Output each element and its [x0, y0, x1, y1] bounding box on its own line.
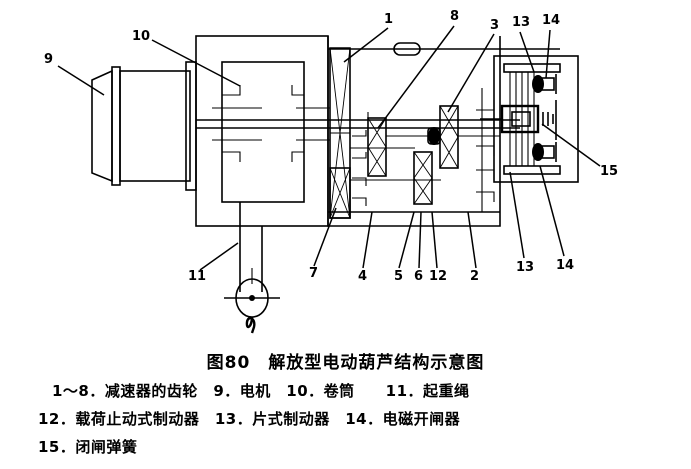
callout-11: 11 — [188, 269, 206, 284]
bearing-bracket-c — [352, 152, 367, 159]
leader-3 — [447, 33, 495, 113]
gear-4-hatch-d — [413, 177, 433, 205]
spacer-bracket-d — [476, 169, 495, 180]
callout-1: 1 — [384, 12, 393, 27]
electric-hoist-schematic-diagram: 9 10 1 8 3 13 14 15 11 7 4 5 6 12 2 13 1… — [44, 9, 618, 334]
bearing-bracket-b — [352, 130, 367, 137]
bearing-bracket-a — [352, 112, 369, 121]
callout-2: 2 — [470, 269, 479, 284]
bearing-bracket-e — [352, 197, 367, 206]
brake-plate-bottom — [503, 165, 561, 175]
hoist-rope-and-hook — [224, 202, 280, 334]
gear-7 — [367, 117, 387, 177]
callout-9: 9 — [44, 52, 53, 67]
leader-14-top — [545, 29, 551, 79]
spacer-bracket-a — [476, 100, 495, 111]
motor-flange-left — [111, 66, 121, 186]
gear-8-hatch-d — [439, 136, 459, 169]
leader-5 — [398, 211, 415, 269]
legend-line-3: 15．闭闸弹簧 — [38, 438, 138, 456]
leader-1 — [343, 27, 389, 63]
pole-lower-hub — [532, 143, 544, 161]
leader-15 — [541, 123, 601, 167]
closing-spring-15 — [537, 100, 557, 140]
leader-9 — [57, 65, 105, 96]
drum-outer-shell — [195, 35, 329, 227]
gear-1-large — [329, 47, 351, 219]
callout-3: 3 — [490, 18, 499, 33]
leader-14-bottom — [539, 165, 565, 257]
gear-1-lower-section — [329, 167, 351, 219]
callout-13-top: 13 — [512, 15, 530, 30]
callout-14-bottom: 14 — [556, 258, 574, 273]
gear-8 — [439, 105, 459, 169]
callout-7: 7 — [309, 266, 318, 281]
lifting-hook — [245, 316, 256, 334]
drum-inner-body — [221, 61, 305, 203]
callout-15: 15 — [600, 164, 618, 179]
leader-6 — [418, 211, 422, 269]
electromagnet-pole-upper — [532, 74, 557, 94]
callout-13-bottom: 13 — [516, 260, 534, 275]
gearbox-outline — [327, 36, 501, 227]
leader-13-bottom — [509, 171, 525, 259]
legend-line-1: 1～8．减速器的齿轮 9．电机 10．卷筒 11．起重绳 — [52, 382, 470, 400]
leader-13-top — [519, 31, 535, 73]
brake-plate-top — [503, 63, 561, 73]
callout-4: 4 — [358, 269, 367, 284]
brake-armature-inner — [511, 111, 531, 127]
callout-8: 8 — [450, 9, 459, 24]
gear-7-hatch-b — [367, 117, 387, 148]
spacer-bracket-c — [476, 145, 495, 156]
leader-11 — [199, 242, 239, 271]
gear-4 — [413, 151, 433, 205]
shaft-coupling — [393, 42, 421, 56]
figure-caption-block: 图80 解放型电动葫芦结构示意图 1～8．减速器的齿轮 9．电机 10．卷筒 1… — [0, 340, 691, 469]
leader-10 — [151, 39, 241, 87]
callout-leader-lines — [57, 25, 601, 271]
leader-12 — [431, 211, 438, 269]
motor-assembly — [91, 61, 197, 191]
drum-housing — [195, 35, 330, 227]
electromagnet-pole-lower — [532, 142, 557, 162]
leader-2 — [467, 211, 477, 269]
motor-flange-right — [185, 61, 197, 191]
callout-number-labels: 9 10 1 8 3 13 14 15 11 7 4 5 6 12 2 13 1… — [44, 9, 618, 284]
gear-5-hub — [428, 127, 440, 145]
drum-hub-left-top — [222, 85, 241, 96]
callout-10: 10 — [132, 29, 150, 44]
drum-hub-right-bottom — [291, 151, 304, 162]
figure-title: 图80 解放型电动葫芦结构示意图 — [206, 353, 485, 373]
bearing-bracket-d — [352, 177, 367, 186]
gear-7-hatch-d — [367, 146, 387, 177]
drum-hub-left-bottom — [222, 151, 241, 162]
motor-end-cap — [91, 69, 113, 183]
reduction-gear-cluster — [350, 88, 500, 212]
brake-assembly — [480, 55, 579, 183]
gear-4-hatch-b — [413, 151, 433, 179]
leader-7 — [313, 207, 337, 267]
leader-4 — [362, 211, 373, 269]
legend-line-2: 12．载荷止动式制动器 13．片式制动器 14．电磁开闸器 — [38, 410, 461, 428]
pole-upper-hub — [532, 75, 544, 93]
callout-14-top: 14 — [542, 13, 560, 28]
leader-8 — [377, 25, 455, 129]
callout-6: 6 — [414, 269, 423, 284]
drum-hub-right-top — [291, 85, 304, 96]
motor-body — [119, 70, 191, 182]
spacer-bracket-e — [476, 191, 495, 202]
brake-housing — [493, 55, 579, 183]
gear-8-hatch-b — [439, 105, 459, 138]
callout-12: 12 — [429, 269, 447, 284]
callout-5: 5 — [394, 269, 403, 284]
gear-1-lower-hatch-b — [329, 167, 351, 219]
